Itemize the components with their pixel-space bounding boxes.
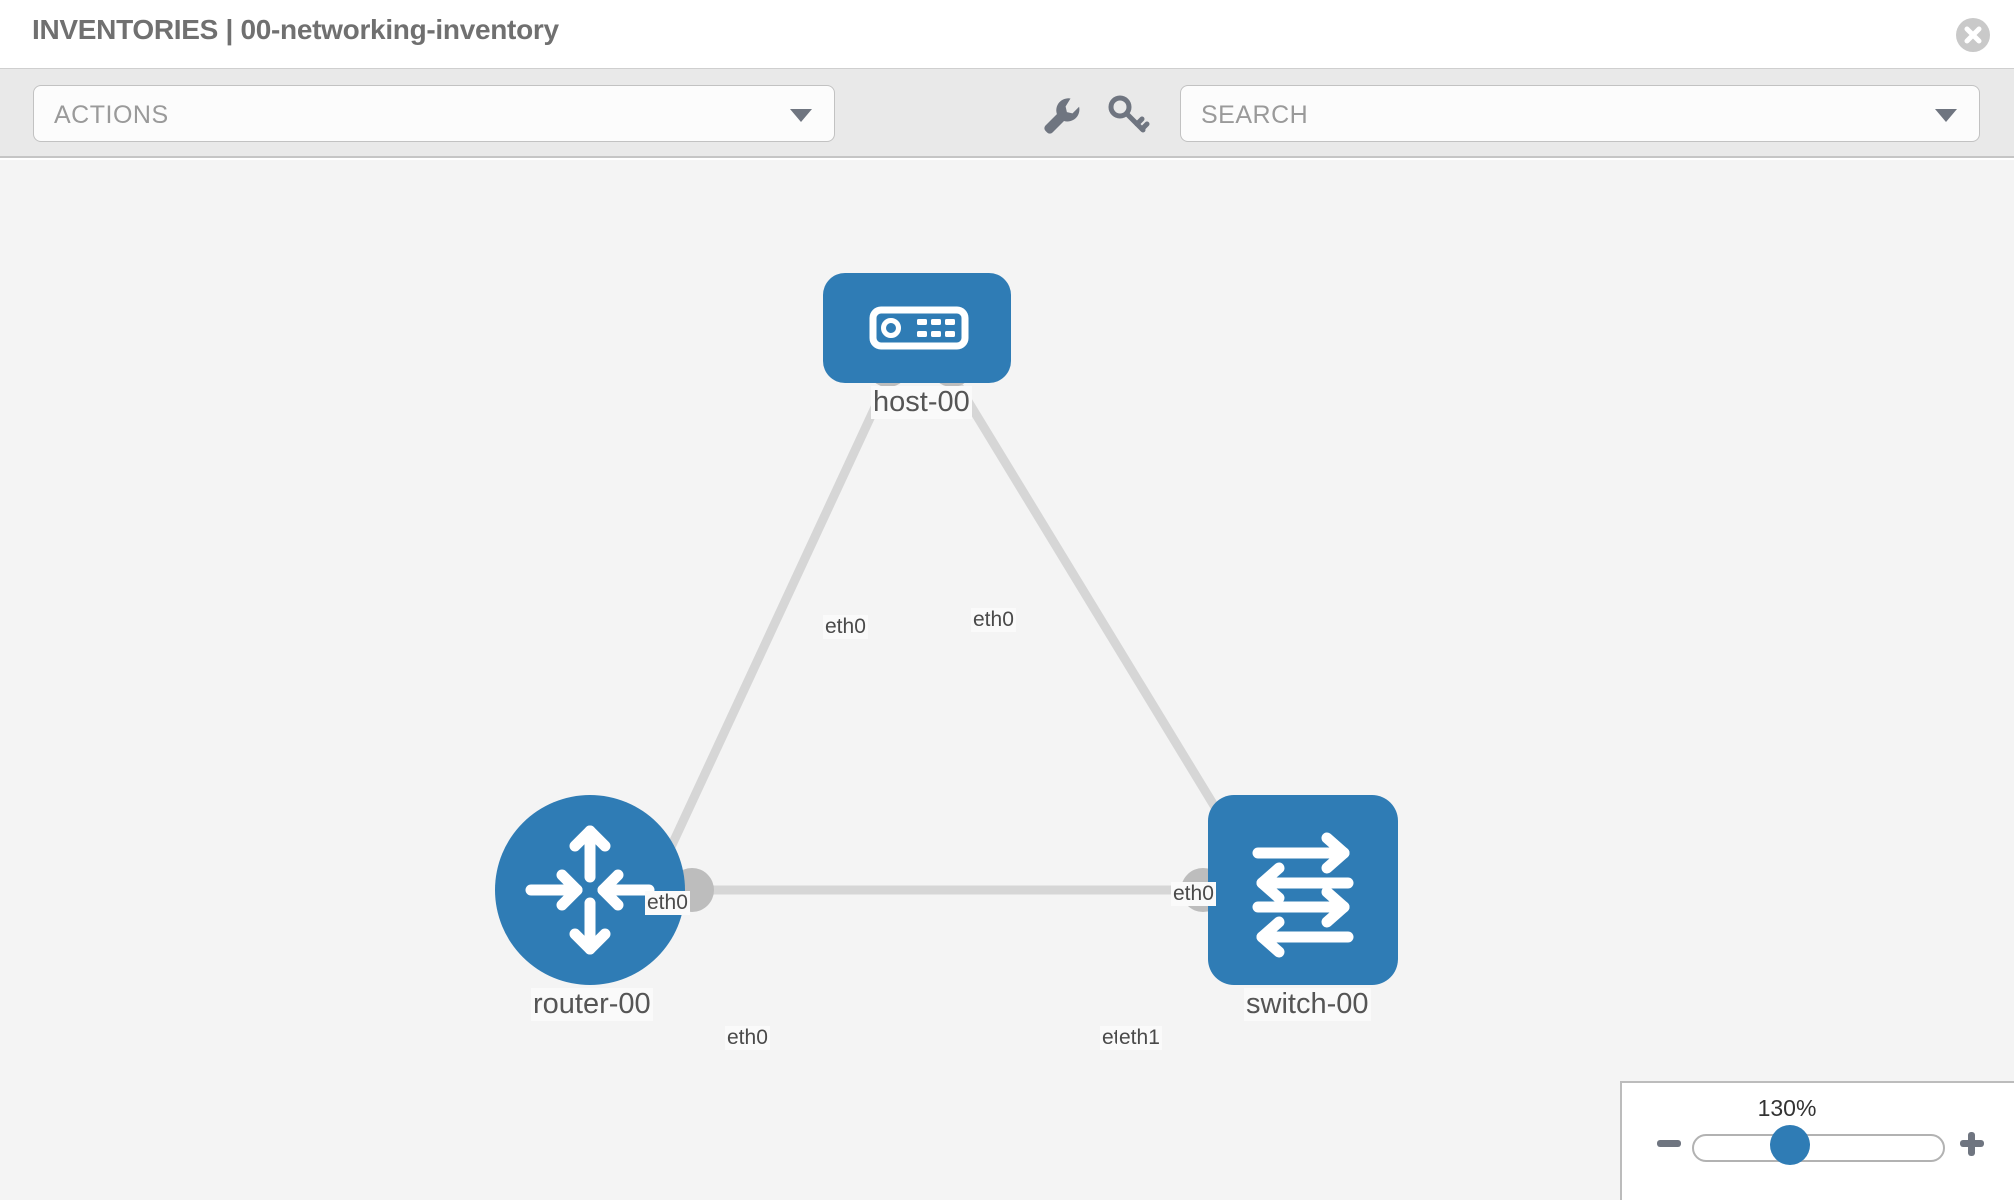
port-label-router-right: eth0 bbox=[725, 1026, 770, 1050]
switch-arrows-icon bbox=[1252, 832, 1354, 958]
key-icon[interactable] bbox=[1104, 91, 1150, 137]
actions-dropdown[interactable]: ACTIONS bbox=[33, 85, 835, 142]
page-header: INVENTORIES | 00-networking-inventory bbox=[0, 0, 2014, 68]
chevron-down-icon bbox=[1935, 108, 1957, 122]
node-label-host-00: host-00 bbox=[871, 386, 972, 419]
port-label-router-up: eth0 bbox=[645, 891, 690, 915]
port-label-host-right: eth0 bbox=[971, 608, 1016, 632]
chevron-down-icon bbox=[790, 108, 812, 122]
host-node-shape bbox=[823, 273, 1011, 383]
router-arrows-icon bbox=[525, 825, 655, 955]
node-label-router-00: router-00 bbox=[531, 988, 653, 1021]
port-label-switch-up: eth0 bbox=[1171, 882, 1216, 906]
zoom-slider-track[interactable] bbox=[1692, 1134, 1945, 1162]
link-host-router bbox=[660, 373, 895, 862]
actions-dropdown-label: ACTIONS bbox=[54, 101, 169, 129]
node-label-switch-00: switch-00 bbox=[1244, 988, 1371, 1021]
page-title: INVENTORIES | 00-networking-inventory bbox=[32, 14, 559, 45]
port-label-switch-left: eth1 bbox=[1117, 1026, 1162, 1050]
close-icon[interactable] bbox=[1956, 18, 1990, 52]
zoom-level-label: 130% bbox=[1757, 1095, 1817, 1121]
zoom-out-button[interactable] bbox=[1654, 1129, 1684, 1164]
switch-node-shape bbox=[1208, 795, 1398, 985]
search-placeholder: SEARCH bbox=[1201, 101, 1309, 129]
toolbar: ACTIONS SEARCH bbox=[0, 68, 2014, 158]
link-host-switch bbox=[948, 372, 1239, 843]
wrench-icon[interactable] bbox=[1036, 91, 1082, 137]
server-icon bbox=[869, 306, 969, 350]
topology-canvas[interactable]: host-00 bbox=[0, 160, 2014, 1200]
search-input[interactable]: SEARCH bbox=[1180, 85, 1980, 142]
port-label-host-left: eth0 bbox=[823, 615, 868, 639]
zoom-in-button[interactable] bbox=[1957, 1129, 1987, 1164]
zoom-control-panel: 130% bbox=[1620, 1081, 2014, 1200]
router-node-shape bbox=[495, 795, 685, 985]
zoom-slider-thumb[interactable] bbox=[1770, 1125, 1810, 1165]
